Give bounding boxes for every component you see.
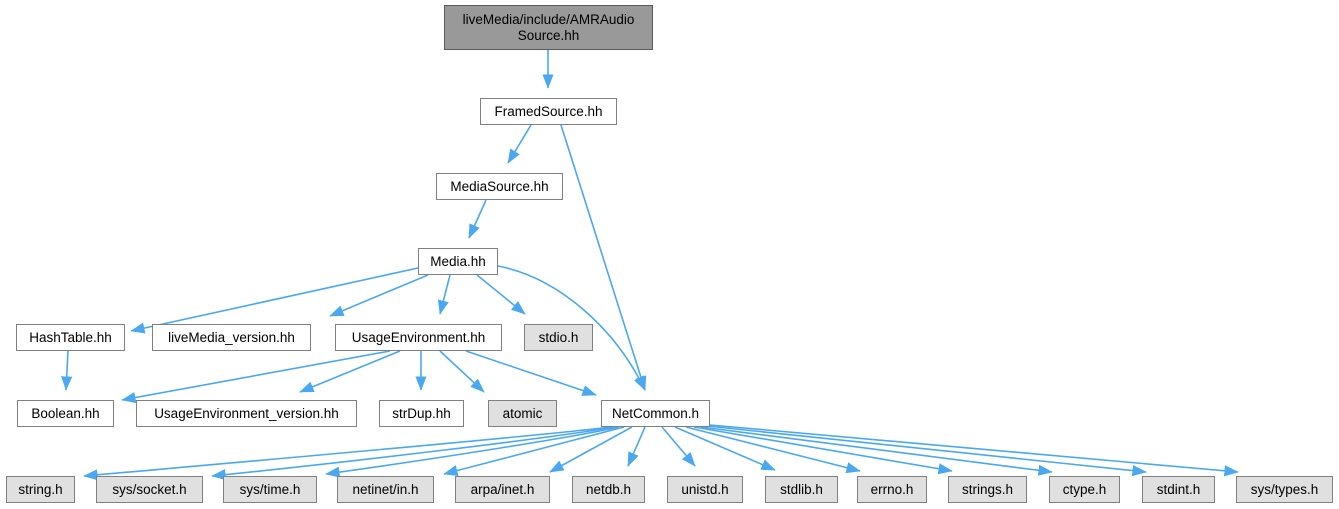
node-label-ctype: ctype.h	[1062, 481, 1107, 497]
node-label-strdup: strDup.hh	[392, 405, 451, 421]
edge-mediasource-to-media	[468, 199, 487, 239]
node-label-hashtable: HashTable.hh	[29, 329, 112, 345]
node-media[interactable]: Media.hh	[418, 248, 498, 275]
node-label-systime: sys/time.h	[239, 481, 301, 497]
edge-netcommon-to-ctype	[700, 426, 1053, 476]
edge-netcommon-to-unistd	[661, 426, 696, 467]
edge-netcommon-to-systime	[325, 426, 620, 478]
node-label-root: liveMedia/include/AMRAudio Source.hh	[462, 11, 635, 43]
edge-netcommon-to-arpainet	[549, 426, 633, 473]
edge-media-to-stdio	[476, 274, 526, 315]
node-strings[interactable]: strings.h	[948, 476, 1027, 503]
node-errno[interactable]: errno.h	[857, 476, 927, 503]
node-netdb[interactable]: netdb.h	[572, 476, 645, 503]
node-label-media: Media.hh	[430, 253, 486, 269]
node-systypes[interactable]: sys/types.h	[1236, 476, 1333, 503]
node-hashtable[interactable]: HashTable.hh	[16, 324, 125, 351]
edge-framed-to-mediasource	[507, 124, 532, 164]
node-systime[interactable]: sys/time.h	[223, 476, 317, 503]
node-label-netdb: netdb.h	[585, 481, 632, 497]
node-netinetin[interactable]: netinet/in.h	[337, 476, 434, 503]
node-ctype[interactable]: ctype.h	[1049, 476, 1120, 503]
node-boolean[interactable]: Boolean.hh	[17, 400, 114, 427]
edge-netcommon-to-errno	[685, 426, 861, 474]
edge-netcommon-to-syssocket	[211, 426, 615, 481]
edge-usageenv-to-atomic	[439, 350, 485, 393]
node-label-errno: errno.h	[870, 481, 914, 497]
node-stdlib[interactable]: stdlib.h	[765, 476, 838, 503]
node-label-atomic: atomic	[502, 405, 543, 421]
node-label-string: string.h	[18, 481, 63, 497]
node-root[interactable]: liveMedia/include/AMRAudio Source.hh	[444, 5, 653, 50]
node-uevversion[interactable]: UsageEnvironment_version.hh	[136, 400, 357, 427]
node-label-arpainet: arpa/inet.h	[470, 481, 535, 497]
node-label-mediasource: MediaSource.hh	[450, 178, 549, 194]
node-label-strings: strings.h	[961, 481, 1014, 497]
edge-media-to-hashtable	[130, 267, 419, 334]
node-framed[interactable]: FramedSource.hh	[480, 98, 617, 125]
node-label-uevversion: UsageEnvironment_version.hh	[154, 405, 339, 421]
node-label-netinetin: netinet/in.h	[352, 481, 419, 497]
node-mediasource[interactable]: MediaSource.hh	[436, 173, 563, 200]
node-strdup[interactable]: strDup.hh	[379, 400, 464, 427]
edge-media-to-lmversion	[329, 274, 429, 317]
node-stdio[interactable]: stdio.h	[524, 324, 593, 351]
edge-hashtable-to-boolean	[61, 350, 73, 391]
node-label-stdint: stdint.h	[1156, 481, 1201, 497]
node-label-stdlib: stdlib.h	[780, 481, 823, 497]
edge-netcommon-to-string	[83, 426, 612, 481]
node-usageenv[interactable]: UsageEnvironment.hh	[335, 324, 502, 351]
node-arpainet[interactable]: arpa/inet.h	[455, 476, 550, 503]
edge-usageenv-to-uevversion	[299, 350, 401, 393]
node-label-systypes: sys/types.h	[1250, 481, 1319, 497]
node-syssocket[interactable]: sys/socket.h	[96, 476, 203, 503]
edge-netcommon-to-strings	[693, 426, 953, 475]
edge-netcommon-to-stdint	[706, 425, 1147, 477]
edge-netcommon-to-netdb	[627, 426, 646, 467]
node-label-netcommon: NetCommon.h	[611, 405, 700, 421]
node-label-stdio: stdio.h	[538, 329, 579, 345]
edge-netcommon-to-stdlib	[674, 426, 776, 471]
edge-usageenv-to-boolean	[121, 350, 391, 404]
node-unistd[interactable]: unistd.h	[667, 476, 743, 503]
node-stdint[interactable]: stdint.h	[1142, 476, 1215, 503]
node-label-framed: FramedSource.hh	[494, 103, 603, 119]
node-atomic[interactable]: atomic	[488, 400, 557, 427]
node-label-unistd: unistd.h	[681, 481, 729, 497]
edge-usageenv-to-netcommon	[465, 350, 597, 396]
node-lmversion[interactable]: liveMedia_version.hh	[152, 324, 311, 351]
node-netcommon[interactable]: NetCommon.h	[601, 400, 710, 427]
edge-media-to-usageenv	[437, 274, 451, 315]
node-label-boolean: Boolean.hh	[31, 405, 100, 421]
node-string[interactable]: string.h	[6, 476, 75, 503]
node-label-syssocket: sys/socket.h	[112, 481, 187, 497]
edge-netcommon-to-systypes	[709, 424, 1239, 477]
node-label-usageenv: UsageEnvironment.hh	[351, 329, 486, 345]
node-label-lmversion: liveMedia_version.hh	[168, 329, 295, 345]
edge-netcommon-to-netinetin	[443, 426, 625, 476]
